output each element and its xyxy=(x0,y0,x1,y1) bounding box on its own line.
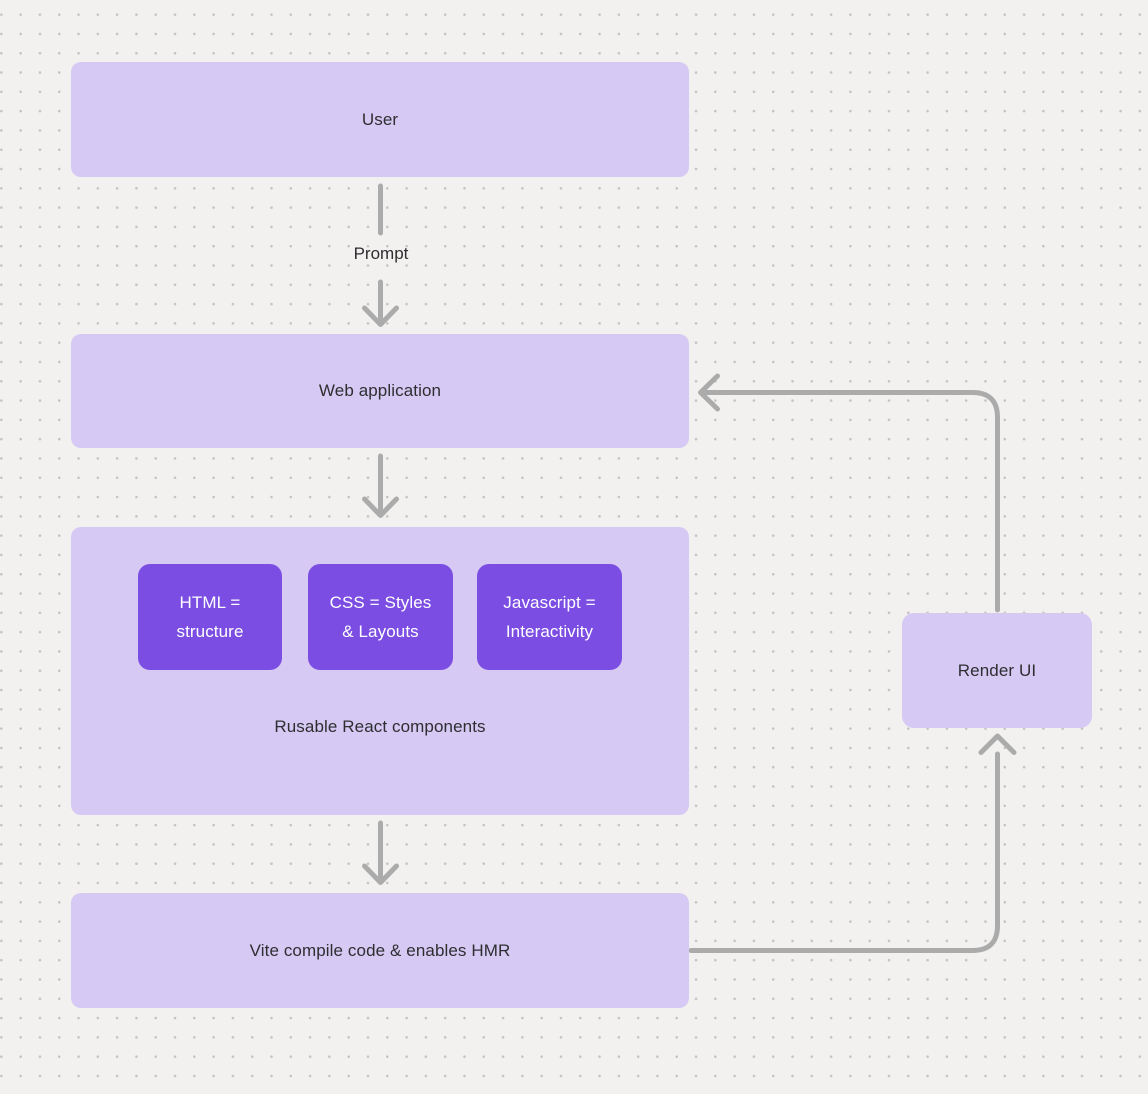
card-html[interactable]: HTML = structure xyxy=(138,564,282,670)
node-web-application[interactable]: Web application xyxy=(71,334,689,448)
card-javascript[interactable]: Javascript = Interactivity xyxy=(477,564,622,670)
node-user[interactable]: User xyxy=(71,62,689,177)
card-html-line1: HTML = xyxy=(179,593,241,612)
card-css[interactable]: CSS = Styles & Layouts xyxy=(308,564,453,670)
card-css-line2: & Layouts xyxy=(342,622,419,641)
edge-webapp-to-components-arrow[interactable] xyxy=(362,453,399,518)
node-components-group[interactable]: HTML = structure CSS = Styles & Layouts … xyxy=(71,527,689,815)
edge-components-to-vite-arrow[interactable] xyxy=(362,820,399,885)
edge-vite-to-renderui-arrow[interactable] xyxy=(688,733,1017,953)
edge-renderui-to-webapp-arrow[interactable] xyxy=(698,373,1000,613)
edge-user-to-webapp-arrow[interactable] xyxy=(362,279,399,327)
node-user-label: User xyxy=(361,109,399,129)
card-html-line2: structure xyxy=(176,622,244,641)
card-javascript-line1: Javascript = xyxy=(503,593,596,612)
node-render-ui-label: Render UI xyxy=(957,660,1037,680)
components-group-label: Rusable React components xyxy=(274,717,486,736)
node-web-application-label: Web application xyxy=(318,381,442,400)
edge-label-prompt: Prompt xyxy=(353,244,409,263)
node-vite-label: Vite compile code & enables HMR xyxy=(249,940,511,960)
node-vite[interactable]: Vite compile code & enables HMR xyxy=(71,893,689,1008)
card-javascript-line2: Interactivity xyxy=(505,622,594,641)
card-css-line1: CSS = Styles xyxy=(329,593,432,612)
node-render-ui[interactable]: Render UI xyxy=(902,613,1092,728)
